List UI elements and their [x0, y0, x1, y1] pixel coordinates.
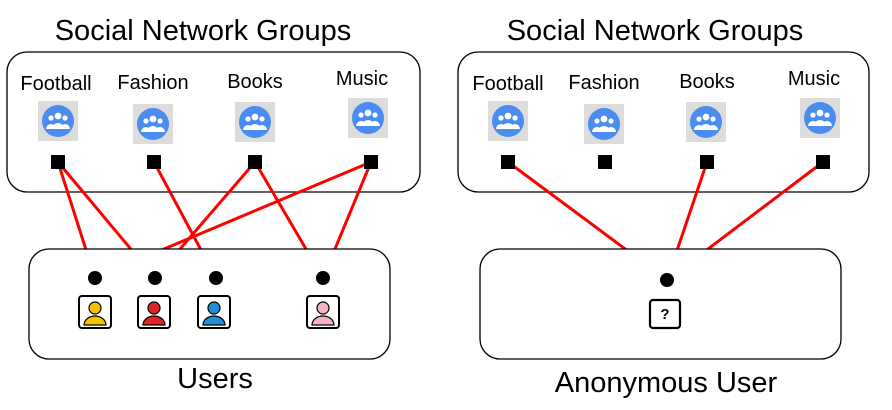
group-label: Football — [472, 73, 543, 95]
question-mark: ? — [660, 306, 669, 323]
user-node — [316, 271, 330, 285]
group-icon — [584, 104, 624, 144]
group-icon — [800, 98, 840, 138]
right-groups-box — [457, 51, 870, 193]
user-avatar-icon — [306, 295, 340, 329]
user-avatar-icon — [137, 295, 171, 329]
anonymous-user: ? — [648, 273, 682, 330]
group-icon — [348, 98, 388, 138]
group-icon — [133, 104, 173, 144]
group-label: Music — [336, 68, 388, 90]
right-group-books: Books — [679, 71, 735, 169]
user-avatar-icon — [78, 295, 112, 329]
group-icon — [38, 101, 78, 141]
user-node — [88, 271, 102, 285]
group-label: Fashion — [568, 72, 639, 94]
left-group-fashion: Fashion — [117, 72, 189, 169]
group-node — [248, 155, 262, 169]
group-label: Music — [788, 68, 840, 90]
left-groups-box — [6, 51, 421, 193]
anonymous-user-icon: ? — [648, 298, 682, 330]
left-group-books: Books — [227, 71, 283, 169]
anonymous-user-label: Anonymous User — [555, 367, 778, 399]
right-panel-title: Social Network Groups — [507, 15, 804, 47]
group-node — [501, 155, 515, 169]
group-label: Books — [679, 71, 735, 93]
right-group-football: Football — [472, 73, 544, 169]
group-node — [816, 155, 830, 169]
group-label: Football — [20, 73, 91, 95]
left-group-football: Football — [20, 73, 92, 169]
group-node — [700, 155, 714, 169]
user-node — [209, 271, 223, 285]
group-node — [598, 155, 612, 169]
group-node — [51, 155, 65, 169]
group-icon — [488, 101, 528, 141]
right-group-music: Music — [788, 68, 840, 169]
user-red — [137, 271, 171, 329]
left-group-music: Music — [336, 68, 388, 169]
left-panel: Social Network Groups Football Fashion B… — [6, 15, 421, 395]
user-node — [148, 271, 162, 285]
right-panel: Social Network Groups Football Fashion B… — [457, 15, 870, 399]
group-node — [147, 155, 161, 169]
user-yellow — [78, 271, 112, 329]
right-group-fashion: Fashion — [568, 72, 640, 169]
group-label: Books — [227, 71, 283, 93]
user-pink — [306, 271, 340, 329]
users-label: Users — [177, 363, 253, 395]
group-label: Fashion — [117, 72, 188, 94]
user-node — [660, 273, 674, 287]
user-avatar-icon — [197, 295, 231, 329]
group-icon — [686, 102, 726, 142]
group-icon — [235, 102, 275, 142]
group-node — [364, 155, 378, 169]
user-blue — [197, 271, 231, 329]
left-panel-title: Social Network Groups — [55, 15, 352, 47]
